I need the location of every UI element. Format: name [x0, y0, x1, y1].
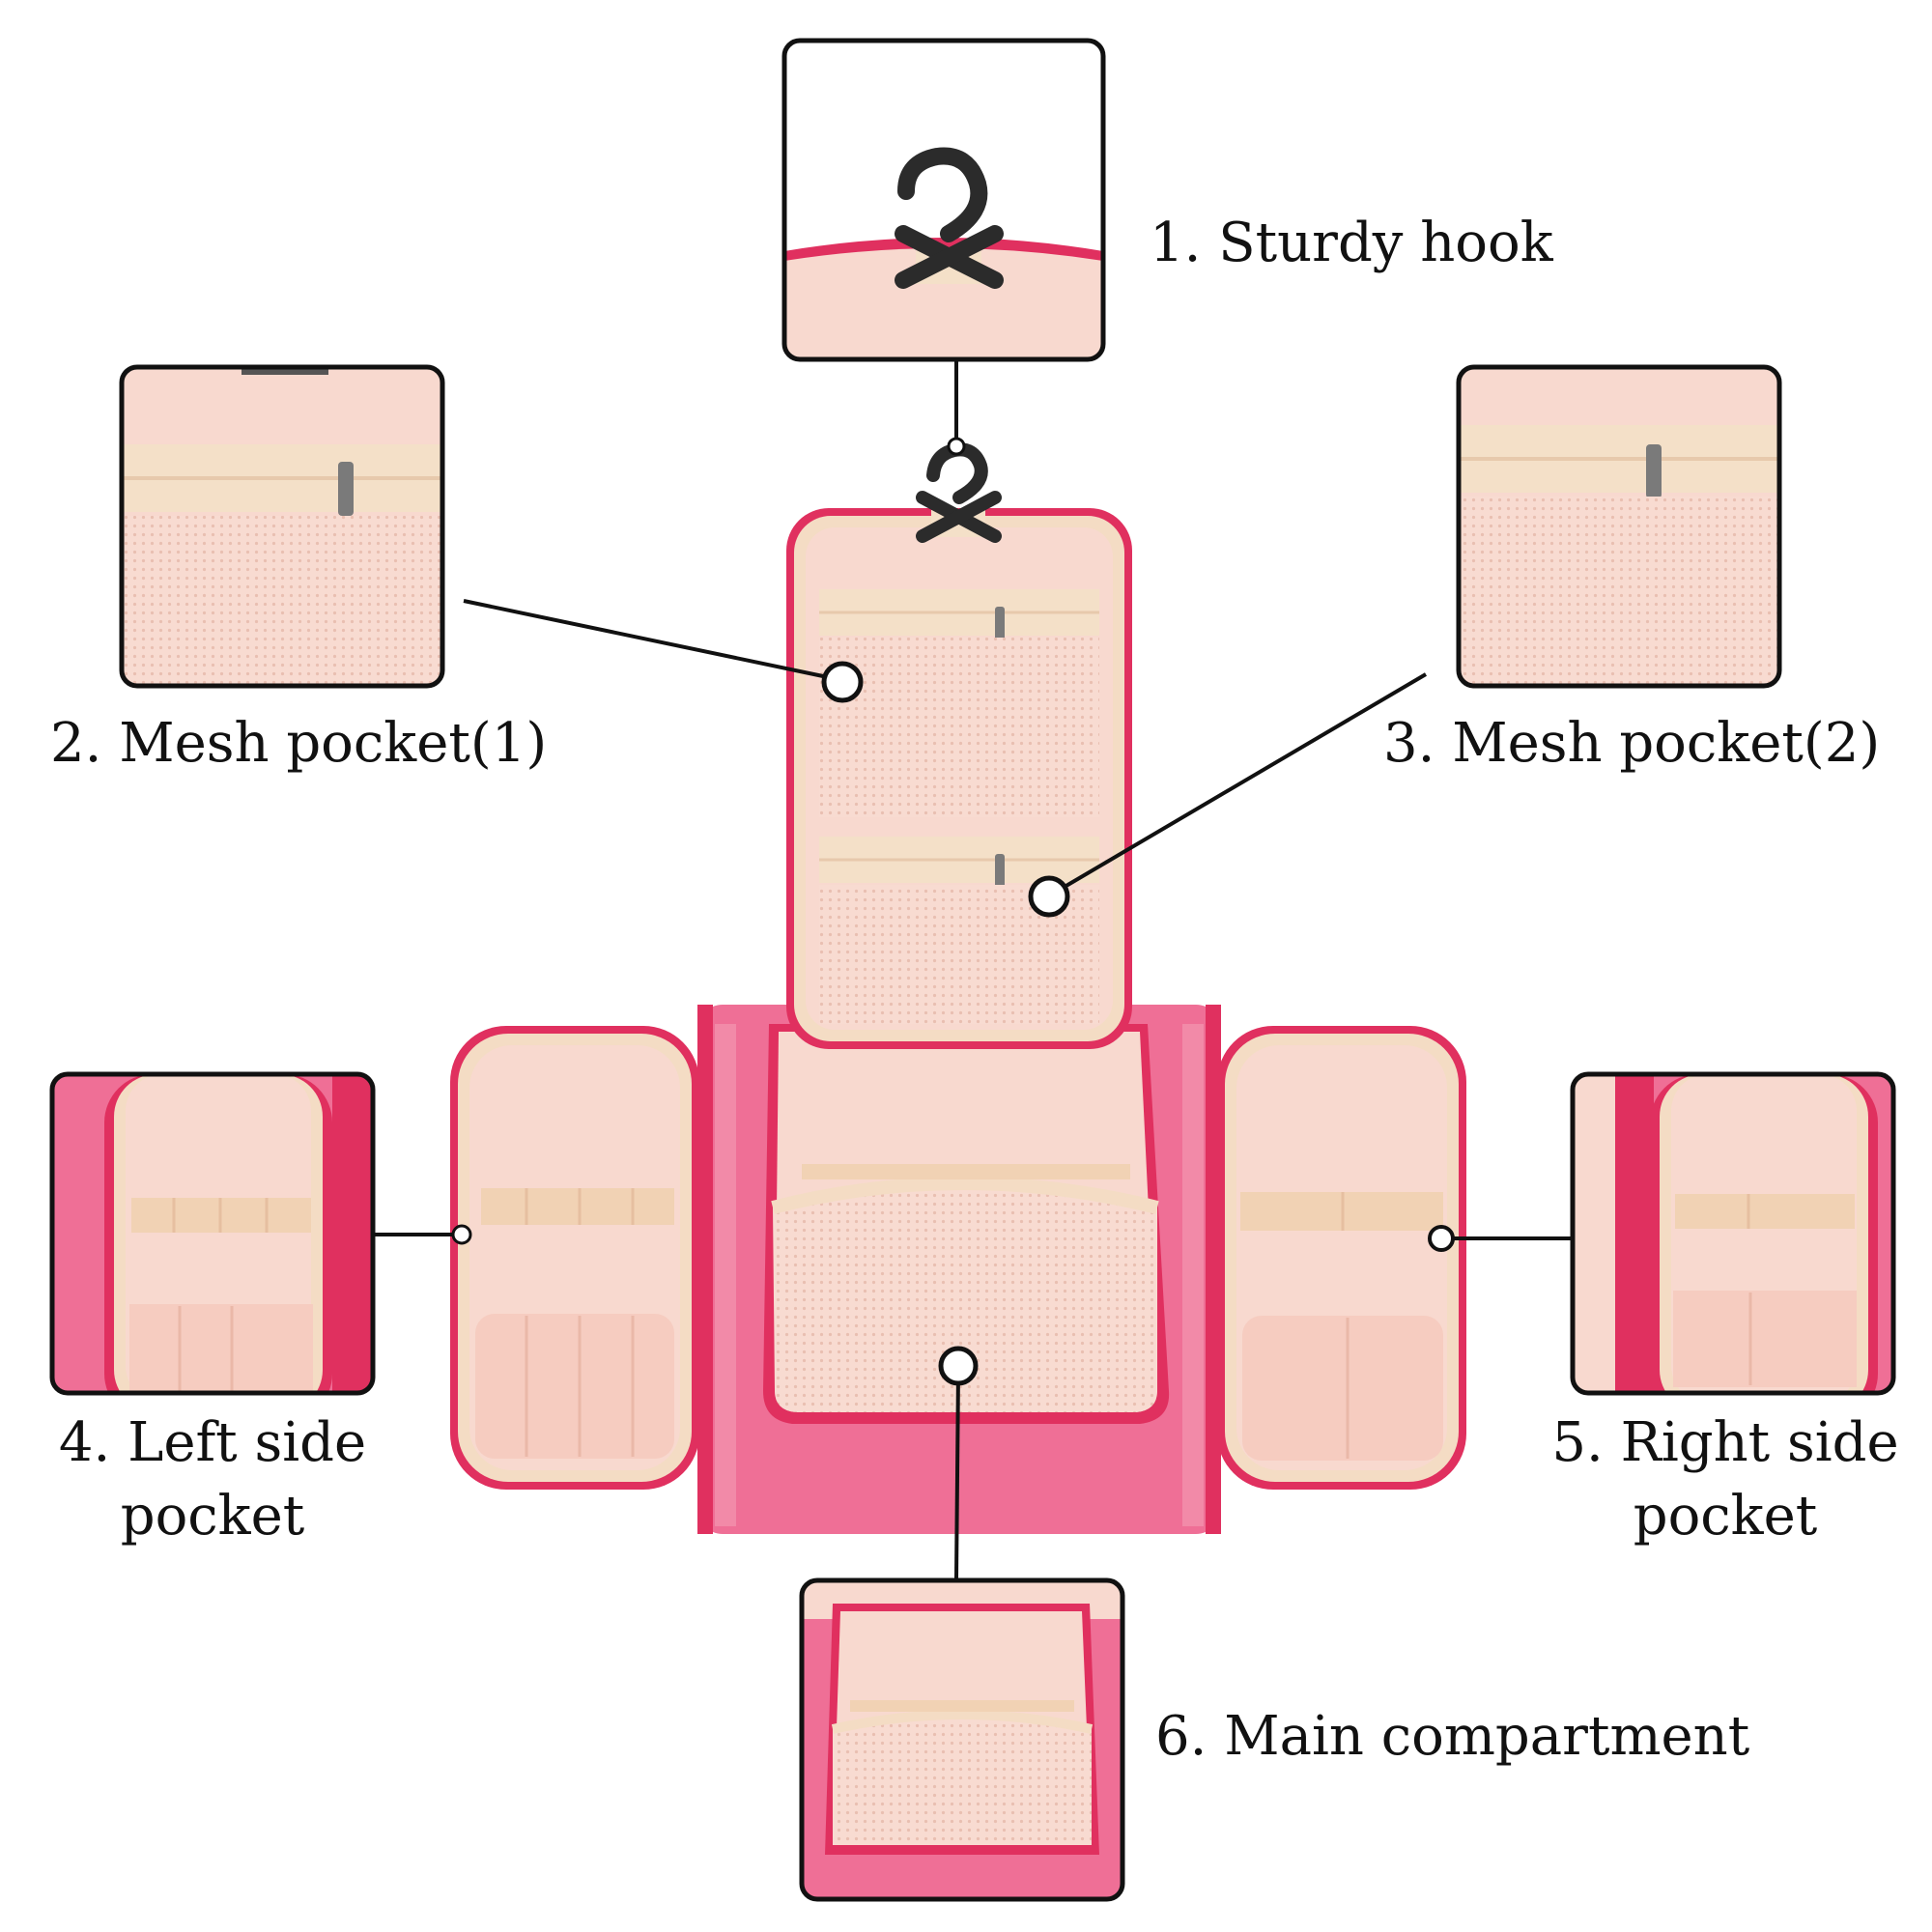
leader-lines — [373, 361, 1571, 1579]
callout-text: Main compartment — [1224, 1705, 1750, 1768]
marker-sturdy-hook — [947, 437, 966, 456]
callout-label-sturdy-hook: 1. Sturdy hook — [1150, 207, 1553, 280]
callout-number: 3. — [1383, 712, 1435, 775]
callout-number: 4. — [58, 1411, 111, 1474]
marker-main-compartment — [938, 1346, 979, 1386]
detail-box-right-side-pocket — [1570, 1071, 1896, 1396]
callout-text-line2: pocket — [120, 1485, 305, 1548]
hook-icon — [916, 442, 1002, 543]
callout-text: Mesh pocket(1) — [119, 712, 548, 775]
detail-box-left-side-pocket — [49, 1071, 376, 1396]
main-compartment-opening — [763, 1024, 1170, 1424]
callout-text: Mesh pocket(2) — [1452, 712, 1881, 775]
callout-label-right-side-pocket: 5. Right side pocket — [1542, 1406, 1909, 1553]
callout-text-line2: pocket — [1633, 1485, 1818, 1548]
callout-number: 5. — [1551, 1411, 1604, 1474]
callout-text: Left side — [128, 1411, 367, 1474]
callout-number: 6. — [1155, 1705, 1208, 1768]
callout-markers — [451, 437, 1455, 1386]
detail-box-mesh-pocket-2 — [1456, 364, 1782, 689]
callout-text: Sturdy hook — [1218, 212, 1553, 274]
callout-number: 1. — [1150, 212, 1202, 274]
callout-number: 2. — [50, 712, 102, 775]
detail-box-mesh-pocket-1 — [119, 364, 445, 689]
callout-label-left-side-pocket: 4. Left side pocket — [39, 1406, 386, 1553]
bag-lid-flap — [786, 508, 1132, 1049]
left-side-pocket-panel — [450, 1026, 699, 1490]
marker-left-side-pocket — [451, 1224, 472, 1245]
callout-label-mesh-pocket-1: 2. Mesh pocket(1) — [50, 707, 547, 781]
callout-label-main-compartment: 6. Main compartment — [1155, 1700, 1749, 1774]
detail-box-main-compartment — [799, 1577, 1125, 1902]
marker-mesh-pocket-2 — [1028, 875, 1070, 918]
callout-text: Right side — [1620, 1411, 1899, 1474]
marker-mesh-pocket-1 — [821, 661, 864, 703]
marker-right-side-pocket — [1428, 1225, 1455, 1252]
detail-box-sturdy-hook — [781, 38, 1106, 362]
right-side-pocket-panel — [1217, 1026, 1466, 1490]
callout-label-mesh-pocket-2: 3. Mesh pocket(2) — [1383, 707, 1880, 781]
